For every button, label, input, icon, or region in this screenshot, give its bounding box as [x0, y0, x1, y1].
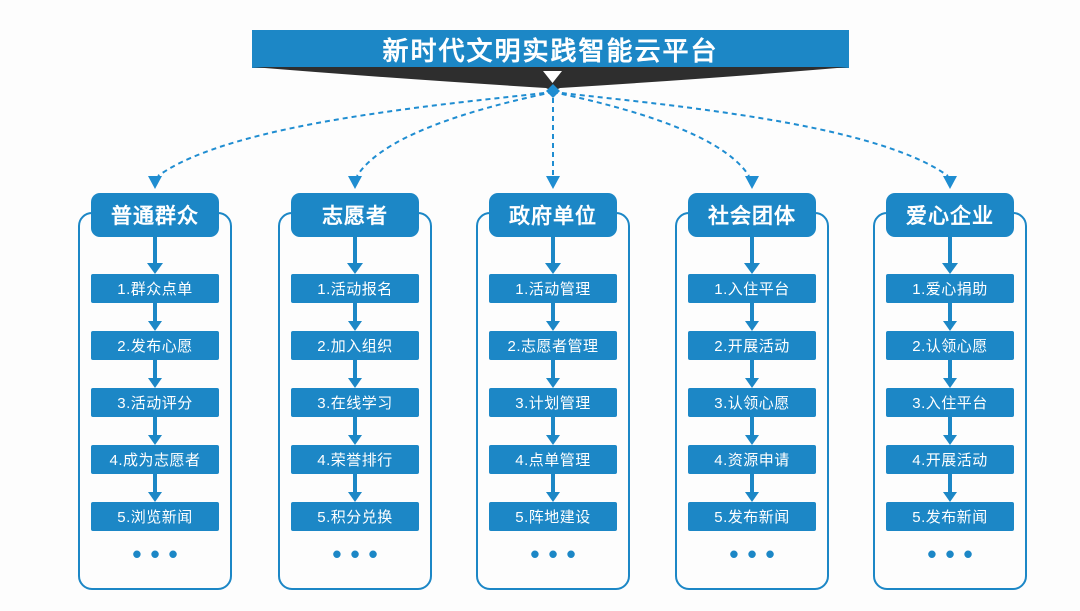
- ellipsis-indicator: •••: [132, 539, 187, 569]
- flow-step: 3.计划管理: [489, 388, 617, 417]
- down-arrow-icon: [348, 303, 362, 331]
- flow-step: 2.认领心愿: [886, 331, 1014, 360]
- column-charity-enterprises: 爱心企业 1.爱心捐助 2.认领心愿 3.入住平台 4.开展活动 5.发布新闻 …: [872, 193, 1028, 590]
- flow-step: 3.活动评分: [91, 388, 219, 417]
- connector-arrowhead-2: [348, 176, 362, 189]
- column-header: 普通群众: [91, 193, 219, 237]
- column-social-organizations: 社会团体 1.入住平台 2.开展活动 3.认领心愿 4.资源申请 5.发布新闻 …: [674, 193, 830, 590]
- flow-step: 1.群众点单: [91, 274, 219, 303]
- column-header: 爱心企业: [886, 193, 1014, 237]
- down-arrow-icon: [545, 237, 561, 274]
- flow-step: 2.发布心愿: [91, 331, 219, 360]
- flow-step: 2.志愿者管理: [489, 331, 617, 360]
- down-arrow-icon: [943, 417, 957, 445]
- banner-down-triangle-icon: [543, 71, 562, 83]
- down-arrow-icon: [943, 303, 957, 331]
- ellipsis-indicator: •••: [927, 539, 982, 569]
- connector-arrowhead-3: [546, 176, 560, 189]
- flow-step: 1.活动管理: [489, 274, 617, 303]
- down-arrow-icon: [148, 474, 162, 502]
- ellipsis-indicator: •••: [729, 539, 784, 569]
- flow-step: 4.荣誉排行: [291, 445, 419, 474]
- connector-to-column-2: [356, 91, 554, 177]
- flow-step: 5.发布新闻: [886, 502, 1014, 531]
- column-header: 政府单位: [489, 193, 617, 237]
- down-arrow-icon: [348, 417, 362, 445]
- down-arrow-icon: [148, 303, 162, 331]
- down-arrow-icon: [745, 474, 759, 502]
- column-header: 志愿者: [291, 193, 419, 237]
- platform-title: 新时代文明实践智能云平台: [382, 35, 719, 66]
- down-arrow-icon: [943, 360, 957, 388]
- down-arrow-icon: [745, 360, 759, 388]
- down-arrow-icon: [546, 360, 560, 388]
- platform-title-banner: 新时代文明实践智能云平台: [252, 30, 849, 68]
- down-arrow-icon: [147, 237, 163, 274]
- connector-to-column-1: [157, 91, 554, 177]
- connector-origin-diamond: [546, 84, 560, 98]
- ellipsis-indicator: •••: [332, 539, 387, 569]
- down-arrow-icon: [744, 237, 760, 274]
- down-arrow-icon: [348, 474, 362, 502]
- column-header: 社会团体: [688, 193, 816, 237]
- connector-arrowhead-4: [745, 176, 759, 189]
- column-volunteers: 志愿者 1.活动报名 2.加入组织 3.在线学习 4.荣誉排行 5.积分兑换 •…: [277, 193, 433, 590]
- column-government-units: 政府单位 1.活动管理 2.志愿者管理 3.计划管理 4.点单管理 5.阵地建设…: [475, 193, 631, 590]
- column-general-public: 普通群众 1.群众点单 2.发布心愿 3.活动评分 4.成为志愿者 5.浏览新闻…: [77, 193, 233, 590]
- ellipsis-indicator: •••: [530, 539, 585, 569]
- down-arrow-icon: [148, 417, 162, 445]
- down-arrow-icon: [745, 303, 759, 331]
- down-arrow-icon: [347, 237, 363, 274]
- connector-arrowhead-1: [148, 176, 162, 189]
- down-arrow-icon: [546, 417, 560, 445]
- down-arrow-icon: [943, 474, 957, 502]
- down-arrow-icon: [745, 417, 759, 445]
- connector-to-column-4: [552, 91, 750, 177]
- flow-step: 3.入住平台: [886, 388, 1014, 417]
- flow-step: 2.加入组织: [291, 331, 419, 360]
- flow-step: 2.开展活动: [688, 331, 816, 360]
- flow-step: 4.资源申请: [688, 445, 816, 474]
- flow-step: 1.入住平台: [688, 274, 816, 303]
- down-arrow-icon: [546, 303, 560, 331]
- flow-step: 3.在线学习: [291, 388, 419, 417]
- flow-step: 5.浏览新闻: [91, 502, 219, 531]
- down-arrow-icon: [942, 237, 958, 274]
- flow-step: 5.阵地建设: [489, 502, 617, 531]
- banner-shadow-wing: [252, 67, 849, 90]
- connector-arrowhead-5: [943, 176, 957, 189]
- flow-step: 4.点单管理: [489, 445, 617, 474]
- connector-to-column-5: [552, 91, 949, 177]
- down-arrow-icon: [148, 360, 162, 388]
- down-arrow-icon: [348, 360, 362, 388]
- flow-step: 5.积分兑换: [291, 502, 419, 531]
- flow-step: 3.认领心愿: [688, 388, 816, 417]
- flow-step: 1.活动报名: [291, 274, 419, 303]
- flow-step: 1.爱心捐助: [886, 274, 1014, 303]
- down-arrow-icon: [546, 474, 560, 502]
- flow-step: 4.开展活动: [886, 445, 1014, 474]
- flow-step: 5.发布新闻: [688, 502, 816, 531]
- flow-step: 4.成为志愿者: [91, 445, 219, 474]
